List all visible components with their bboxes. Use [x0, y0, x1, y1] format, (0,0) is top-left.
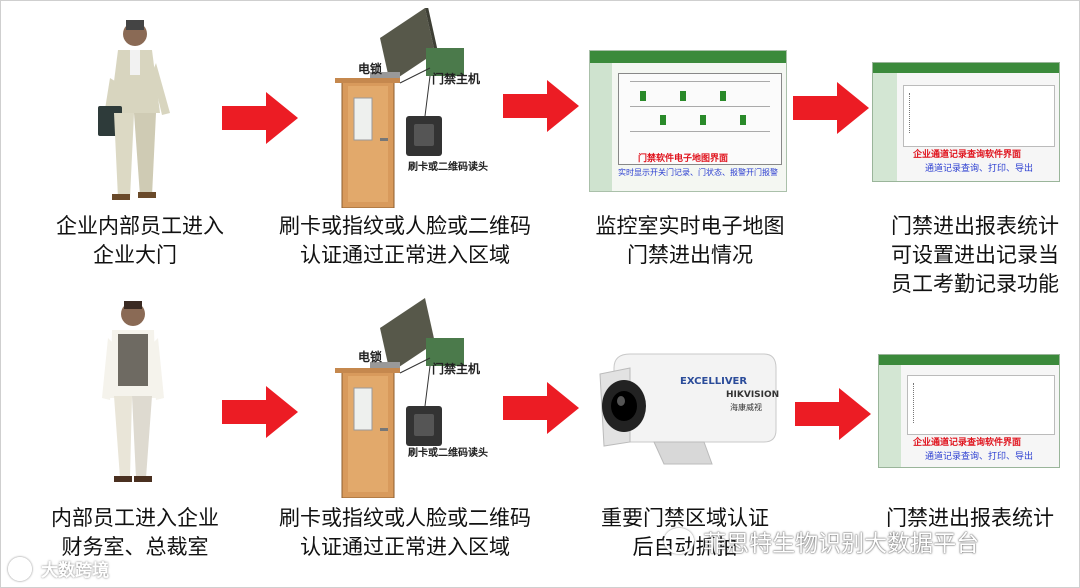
e-map-software-screenshot: 门禁软件电子地图界面 实时显示开关门记录、门状态、报警开门报警	[589, 50, 787, 192]
arrow-right-icon	[222, 386, 298, 438]
report-overlay-blue-text: 通道记录查询、打印、导出	[925, 161, 1033, 174]
arrow-right-icon	[222, 92, 298, 144]
lock-label: 电锁	[358, 348, 382, 365]
report-overlay-red-text: 企业通道记录查询软件界面	[913, 435, 1021, 448]
watermark-left: 大数跨境	[8, 556, 109, 581]
door-access-device-set: 电锁 门禁主机 刷卡或二维码读头	[330, 8, 510, 208]
camera-brand-label: EXCELLIVER	[680, 376, 747, 387]
lock-label: 电锁	[358, 60, 382, 77]
arrow-right-icon	[503, 382, 579, 434]
report-overlay-blue-text: 通道记录查询、打印、导出	[925, 449, 1033, 462]
report-overlay-red-text: 企业通道记录查询软件界面	[913, 147, 1021, 160]
employee-suit-figure	[90, 18, 180, 203]
row2-step1-caption: 内部员工进入企业财务室、总裁室	[30, 504, 240, 562]
camera-brand-label-2: HIKVISION	[726, 390, 779, 400]
watermark-right: 菲思特生物识别大数据平台	[664, 524, 979, 558]
map-overlay-blue-text: 实时显示开关门记录、门状态、报警开门报警	[618, 167, 778, 178]
record-query-software-screenshot: 企业通道记录查询软件界面 通道记录查询、打印、导出	[878, 354, 1060, 468]
door-access-device-set: 电锁 门禁主机 刷卡或二维码读头	[330, 298, 510, 498]
camera-brand-label-3: 海康威视	[730, 402, 762, 413]
row1-step2-caption: 刷卡或指纹或人脸或二维码认证通过正常进入区域	[265, 212, 545, 270]
arrow-right-icon	[795, 388, 871, 440]
host-label: 门禁主机	[432, 70, 480, 87]
reader-label: 刷卡或二维码读头	[408, 444, 488, 459]
arrow-right-icon	[503, 80, 579, 132]
bullet-camera: EXCELLIVER HIKVISION 海康威视	[594, 346, 784, 466]
row1-step3-caption: 监控室实时电子地图门禁进出情况	[580, 212, 800, 270]
map-overlay-red-text: 门禁软件电子地图界面	[638, 151, 728, 164]
host-label: 门禁主机	[432, 360, 480, 377]
employee-vest-figure	[98, 298, 168, 488]
row1-step4-caption: 门禁进出报表统计可设置进出记录当员工考勤记录功能	[875, 212, 1075, 299]
row1-step1-caption: 企业内部员工进入企业大门	[40, 212, 240, 270]
record-query-software-screenshot: 企业通道记录查询软件界面 通道记录查询、打印、导出	[872, 62, 1060, 182]
reader-label: 刷卡或二维码读头	[408, 158, 488, 173]
arrow-right-icon	[793, 82, 869, 134]
row2-step2-caption: 刷卡或指纹或人脸或二维码认证通过正常进入区域	[265, 504, 545, 562]
